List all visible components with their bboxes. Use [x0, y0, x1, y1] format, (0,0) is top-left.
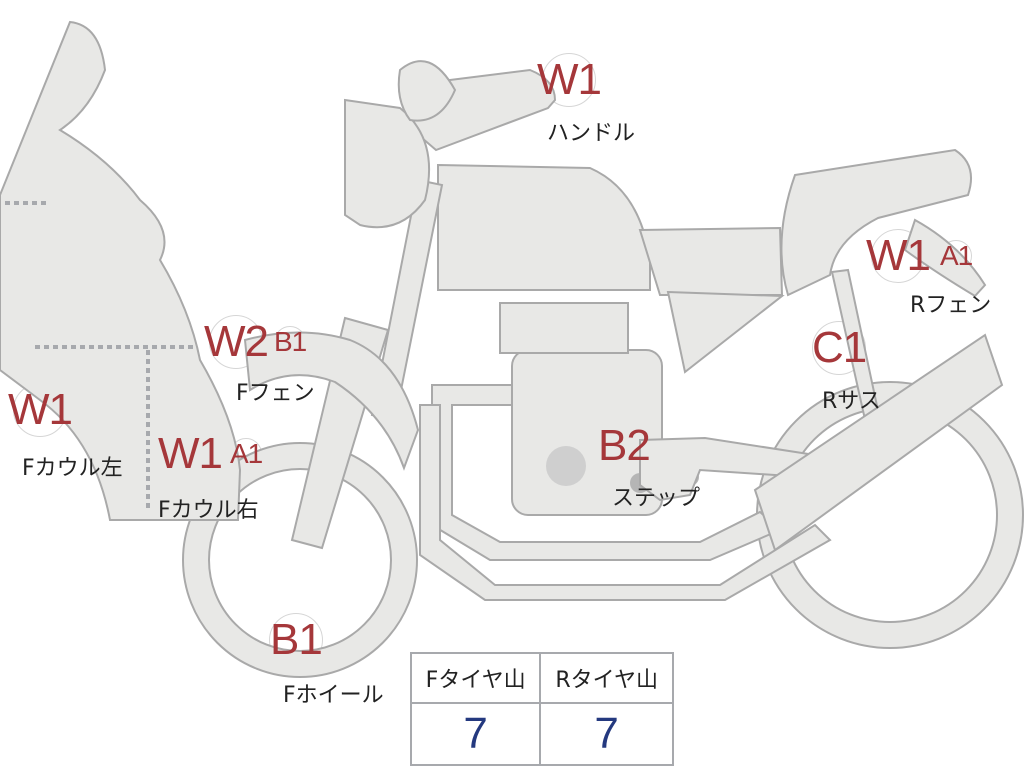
f-wheel-label: Fホイール: [283, 683, 384, 708]
rear-tire-tread-header: Rタイヤ山: [539, 652, 674, 704]
f-fender-grade-badge: W2 B1: [204, 317, 307, 366]
grade-mark: W1: [537, 55, 602, 104]
grade-mark: W2: [204, 317, 269, 366]
sub-grade-mark: A1: [940, 240, 973, 271]
rear-tire-tread-value: 7: [539, 702, 674, 766]
engine-head: [499, 302, 629, 354]
mirror: [397, 60, 457, 122]
seat: [780, 148, 972, 297]
tire-tread-header-row: Fタイヤ山 Rタイヤ山: [409, 652, 674, 704]
r-suspension-label: Rサス: [822, 389, 881, 414]
headlight: [344, 98, 431, 229]
side-cover: [638, 226, 784, 296]
step-label: ステップ: [612, 486, 701, 511]
grade-mark: W1: [8, 385, 73, 434]
front-tire-tread-header: Fタイヤ山: [409, 652, 542, 704]
exhaust-pipe: [419, 404, 832, 601]
handle-label: ハンドル: [547, 121, 636, 146]
fuel-tank: [437, 163, 651, 291]
f-wheel-grade-badge: B1: [270, 615, 323, 664]
muffler: [753, 333, 1004, 552]
f-cowl-left-grade-badge: W1: [8, 385, 73, 434]
tire-tread-value-row: 7 7: [409, 702, 674, 766]
grade-mark: W1: [866, 231, 931, 280]
tire-tread-table: Fタイヤ山 Rタイヤ山 7 7: [409, 652, 674, 766]
r-suspension-grade-badge: C1: [812, 323, 867, 372]
r-fender-label: Rフェン: [910, 293, 992, 318]
f-cowl-right-grade-badge: W1 A1: [158, 429, 263, 478]
step-grade-badge: B2: [598, 421, 651, 470]
grade-mark: C1: [812, 323, 867, 372]
sub-grade-mark: B1: [274, 326, 307, 357]
engine-cover: [546, 446, 586, 486]
swingarm: [639, 436, 822, 502]
handle-grade-badge: W1: [537, 55, 602, 104]
grade-mark: W1: [158, 429, 223, 478]
r-fender-grade-badge: W1 A1: [866, 231, 973, 280]
grade-mark: B1: [270, 615, 323, 664]
f-fender-label: Fフェン: [236, 381, 315, 406]
f-cowl-left-label: Fカウル左: [22, 456, 123, 481]
grade-mark: B2: [598, 421, 651, 470]
front-tire-tread-value: 7: [409, 702, 542, 766]
f-cowl-right-label: Fカウル右: [158, 498, 259, 523]
sub-grade-mark: A1: [230, 438, 263, 469]
battery-cover: [666, 290, 785, 374]
front-fender: [243, 331, 420, 471]
